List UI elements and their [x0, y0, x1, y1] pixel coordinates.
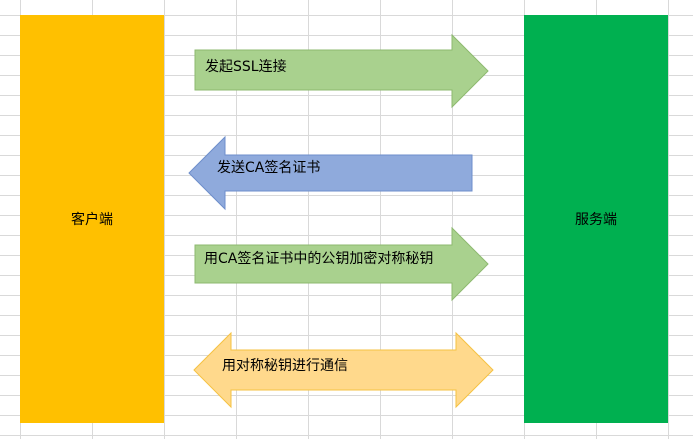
encrypt-key-arrow: [194, 226, 489, 302]
server-label: 服务端: [575, 212, 617, 228]
send-ca-cert-arrow: [188, 135, 473, 211]
arrow-label-ssl-connect: 发起SSL连接: [205, 59, 287, 75]
communication-arrow: [193, 331, 494, 409]
arrow-label-communication: 用对称秘钥进行通信: [222, 358, 348, 374]
client-box: 客户端: [20, 15, 164, 423]
arrow-label-send-ca-cert: 发送CA签名证书: [217, 160, 321, 176]
server-box: 服务端: [524, 15, 668, 423]
arrow-label-encrypt-key: 用CA签名证书中的公钥加密对称秘钥: [204, 251, 434, 267]
ssl-connect-arrow: [194, 33, 489, 109]
client-label: 客户端: [71, 212, 113, 228]
